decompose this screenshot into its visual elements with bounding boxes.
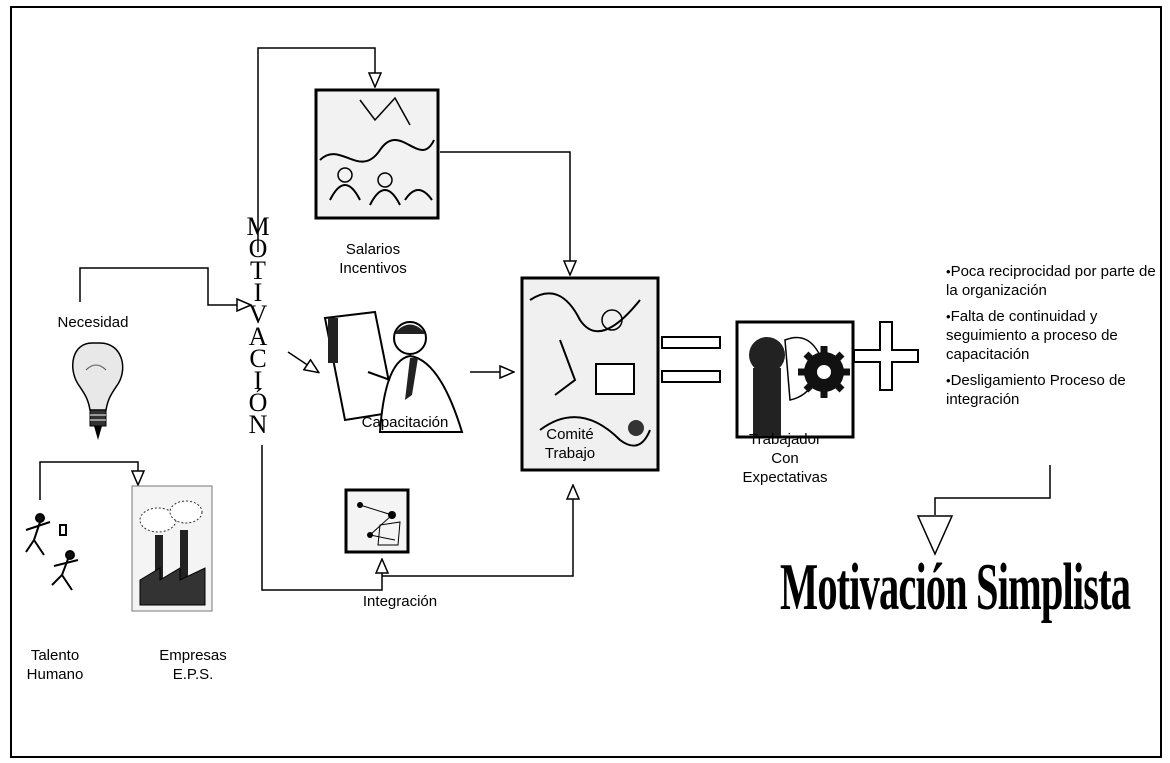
arrow-necesidad-motivacion — [80, 268, 250, 305]
label-capacitacion: Capacitación — [330, 413, 480, 432]
arrow-talento-empresas — [40, 462, 138, 500]
label-talento-humano: Talento Humano — [20, 646, 90, 684]
label-trabajador: Trabajador Con Expectativas — [725, 430, 845, 487]
worker-gear-icon — [737, 322, 853, 437]
label-integracion: Integración — [335, 592, 465, 611]
plus-sign — [854, 322, 918, 390]
arrow-salarios-comite — [440, 152, 570, 274]
result-title: Motivación Simplista — [780, 548, 1062, 679]
list-item: Desligamiento Proceso de integración — [946, 371, 1166, 409]
vertical-letter: N — [245, 414, 271, 436]
arrow-to-capacitacion — [288, 352, 318, 372]
lightbulb-icon — [73, 343, 123, 440]
list-item: Falta de continuidad y seguimiento a pro… — [946, 307, 1166, 364]
arrow-integracion-comite — [382, 486, 573, 576]
label-necesidad: Necesidad — [38, 313, 148, 332]
list-item: Poca reciprocidad por parte de la organi… — [946, 262, 1166, 300]
equals-sign — [662, 337, 720, 382]
label-salarios-incentivos: Salarios Incentivos — [318, 240, 428, 278]
crowd-icon — [316, 90, 438, 218]
factory-icon — [132, 486, 212, 611]
problem-list: Poca reciprocidad por parte de la organi… — [946, 262, 1166, 416]
arrow-to-result — [935, 465, 1050, 515]
network-icon — [346, 490, 408, 552]
label-empresas: Empresas E.P.S. — [148, 646, 238, 684]
running-people-icon — [26, 514, 78, 590]
label-comite-trabajo: Comité Trabajo — [520, 425, 620, 463]
